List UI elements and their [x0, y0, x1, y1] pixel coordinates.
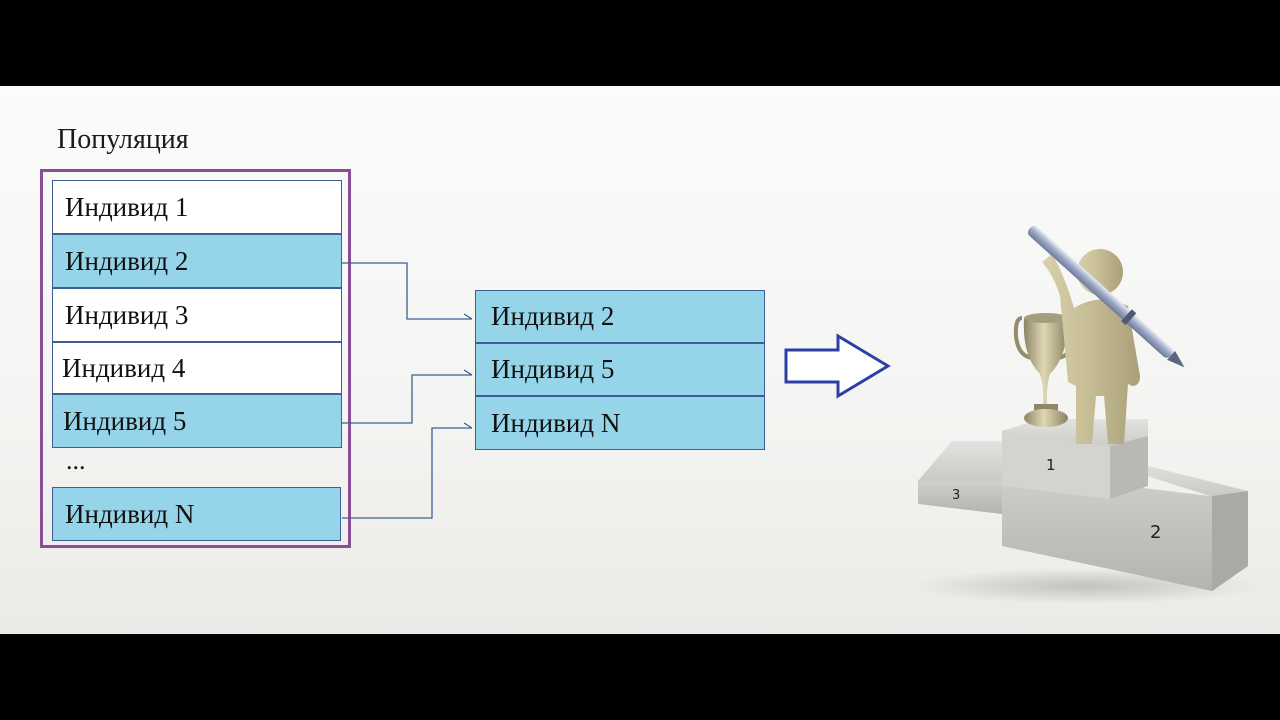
selected-item-2: Индивид 5 — [475, 343, 765, 396]
letterbox-bottom — [0, 634, 1280, 720]
podium-place-1: 1 — [1046, 456, 1056, 474]
population-item-3: Индивид 3 — [52, 288, 342, 342]
selected-item-3: Индивид N — [475, 396, 765, 450]
letterbox-top — [0, 0, 1280, 86]
connector-5 — [342, 374, 472, 424]
connector-lines — [342, 262, 473, 519]
population-item-4: Индивид 4 — [52, 342, 342, 394]
connector-2 — [342, 262, 472, 320]
podium-place-3: 3 — [952, 488, 960, 503]
population-item-n: Индивид N — [52, 487, 341, 541]
podium-place-2: 2 — [1150, 522, 1161, 543]
population-item-2: Индивид 2 — [52, 234, 342, 288]
population-frame — [40, 169, 351, 548]
diagram-graphics: 1 2 3 — [342, 225, 1260, 604]
selected-item-1: Индивид 2 — [475, 290, 765, 343]
population-item-5: Индивид 5 — [52, 394, 342, 448]
podium-trophy-icon: 1 2 3 — [910, 225, 1260, 604]
slide: Популяция Индивид 1 Индивид 2 Индивид 3 … — [0, 86, 1280, 634]
connector-n — [342, 427, 472, 519]
result-arrow-icon — [784, 333, 891, 399]
population-title: Популяция — [57, 124, 189, 155]
population-ellipsis: ... — [66, 446, 86, 475]
population-item-1: Индивид 1 — [52, 180, 342, 234]
